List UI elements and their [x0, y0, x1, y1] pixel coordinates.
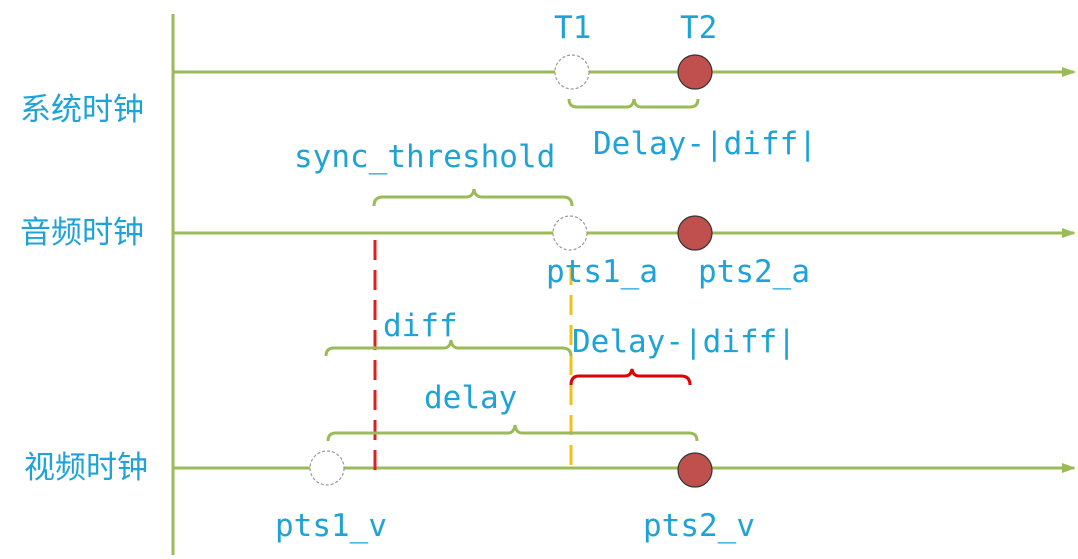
- pts2-v-marker: [677, 452, 713, 488]
- pts1-a-marker: [552, 215, 588, 251]
- t2-label: T2: [680, 10, 717, 46]
- diff-label: diff: [383, 308, 458, 344]
- delay-minus-diff-top-label: Delay-|diff|: [593, 126, 817, 162]
- sync-threshold-label: sync_threshold: [294, 139, 555, 175]
- t1-label: T1: [554, 10, 591, 46]
- video-clock-label: 视频时钟: [24, 450, 148, 486]
- audio-clock-label: 音频时钟: [20, 215, 144, 251]
- t1-marker: [554, 54, 590, 90]
- pts2-a-label: pts2_a: [698, 254, 810, 290]
- delay-label: delay: [424, 380, 517, 416]
- t2-marker: [677, 54, 713, 90]
- delay-minus-diff-mid-label: Delay-|diff|: [572, 324, 796, 360]
- pts2-a-marker: [677, 215, 713, 251]
- delay-brace: [326, 424, 699, 442]
- pts1-v-label: pts1_v: [275, 508, 387, 544]
- sync-threshold-brace: [372, 188, 574, 207]
- system-clock-label: 系统时钟: [20, 92, 144, 128]
- delay-minus-diff-mid-brace: [569, 368, 692, 386]
- diff-brace: [324, 339, 573, 357]
- pts2-v-label: pts2_v: [643, 508, 755, 544]
- pts1-v-marker: [309, 450, 345, 486]
- delay-minus-diff-top-brace: [567, 98, 700, 109]
- pts1-a-label: pts1_a: [546, 254, 658, 290]
